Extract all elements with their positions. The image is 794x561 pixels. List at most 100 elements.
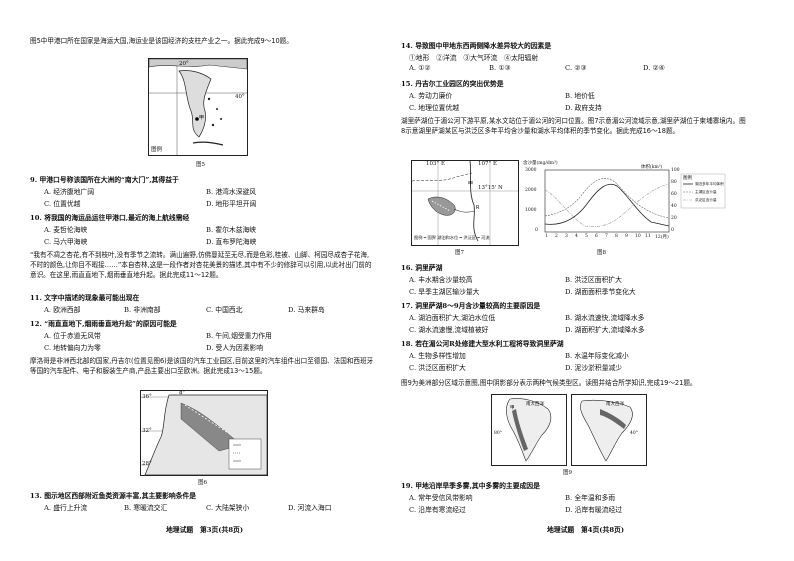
q9-option-d: D. 地形平坦开阔 (206, 200, 257, 208)
q19-option-c: C. 沿岸有寒流经过 (409, 506, 466, 514)
q19-option-b: B. 全年温和多雨 (565, 494, 616, 502)
q10-option-d: D. 直布罗陀海峡 (206, 238, 257, 246)
fig8-legend-2: 洪泛区含沙量 (695, 198, 717, 202)
q14-option-a: A. ①② (409, 64, 431, 72)
figure-9-map-b: 南大西洋 40° (571, 394, 647, 466)
fig5-lon-label: 20° (179, 61, 189, 67)
q19-option-a: A. 常年受信风带影响 (409, 494, 473, 502)
fig8-xtick-4: 5 (585, 234, 588, 239)
fig9-a-label: 南大西洋 (526, 402, 544, 407)
q16-option-b: B. 洪泛区面积扩大 (565, 276, 622, 284)
left-page-footer: 地理试题 第3页(共8页) (166, 526, 244, 534)
q13-option-a: A. 盛行上升流 (44, 504, 88, 512)
q19-option-d: D. 沿岸有暖流经过 (565, 506, 623, 514)
fig5-lat-label: 40° (235, 94, 245, 100)
figure-7-caption: 图7 (455, 250, 464, 256)
fig8-xtick-11: 12(月) (655, 235, 669, 240)
fig8-y2tick-0: 100 (671, 168, 680, 173)
q17-stem: 17. 洞里萨湖8～9月含沙量较高的主要原因是 (401, 302, 541, 310)
right-page: 14. 导致图中甲地东西两侧降水差异较大的因素是 ①地形 ②洋流 ③大气环流 ④… (397, 0, 794, 561)
fig8-xtick-8: 9 (625, 234, 628, 239)
south-america-b (580, 399, 633, 462)
fig8-y2tick-5: 0 (671, 228, 674, 233)
fig8-ytick-3: 0 (535, 228, 538, 233)
q18-stem: 18. 若在湄公河R处修建大型水利工程将导致洞里萨湖 (401, 340, 564, 348)
south-america-a: 甲 (506, 398, 552, 462)
fig8-ytick-1: 2000 (525, 188, 537, 193)
fig8-xtick-0: 1 (545, 234, 548, 239)
fig8-xtick-2: 3 (565, 234, 568, 239)
figure-6-map: 8° 36° 32° 28° (140, 390, 268, 476)
right-page-footer: 地理试题 第4页(共8页) (547, 526, 625, 534)
q9-option-a: A. 经济腹地广阔 (44, 188, 95, 196)
q15-option-c: C. 地理位置优越 (409, 104, 460, 112)
q15-option-d: D. 政府支持 (565, 104, 602, 112)
fig8-y2tick-1: 80 (671, 180, 677, 185)
q10-stem: 10. 将我国的海运品运往甲港口,最近的海上航线需经 (30, 214, 190, 222)
fig6-lat-36: 36° (142, 394, 152, 400)
morocco-map (141, 391, 267, 475)
q16-stem: 16. 洞里萨湖 (401, 264, 443, 272)
fig8-y2tick-4: 20 (671, 216, 677, 221)
tonle-sap-map: 甲 R (412, 161, 518, 245)
intro-q16-18: 湖里萨湖位于湄公河下游平原,某水文站位于湄公河的河口位置。图7示意湄公河流域示意… (401, 117, 746, 135)
fig5-legend-label: 图例 (151, 147, 163, 153)
q17-option-a: A. 湖泊面积扩大,湖泊水位低 (409, 314, 496, 322)
svg-text:甲: 甲 (199, 115, 204, 121)
figure-6-caption: 图6 (198, 480, 207, 486)
figure-5-map: 甲 图例 20° 40° (148, 58, 248, 156)
fig8-legend-0: 湖泊多年平均体积 (695, 182, 724, 186)
q16-option-d: D. 湖面面积季节变化大 (565, 288, 636, 296)
quote-passage: “我有不凋之杏花,有不到枝叶,没有季节之流转。满山遍野,仿佛蔓延至无尽,而是色彩… (30, 251, 372, 279)
fig7-lon-1: 103° E (426, 161, 446, 167)
q11-option-d: D. 马来群岛 (288, 306, 325, 314)
q12-option-d: D. 受人为因素影响 (206, 344, 264, 352)
q18-option-a: A. 生物多样性增加 (409, 352, 466, 360)
svg-text:R: R (476, 205, 480, 211)
q11-stem: 11. 文字中描述的现象最可能出现在 (30, 294, 140, 302)
q18-option-b: B. 水温年际变化减小 (565, 352, 629, 360)
q14-option-c: C. ②③ (565, 64, 587, 72)
sediment-volume-chart (544, 169, 726, 233)
q10-option-c: C. 马六甲海峡 (44, 238, 88, 246)
fig8-legend-title: 图例 (683, 176, 692, 181)
q14-stem: 14. 导致图中甲地东西两侧降水差异较大的因素是 (401, 42, 552, 50)
q14-option-b: B. ①③ (489, 64, 511, 72)
fig8-ytick-0: 3000 (525, 168, 537, 173)
fig8-xtick-9: 10 (635, 234, 641, 239)
intro-q9-10: 图5中甲港口所在国家是海运大国,海运业是该国经济的支柱产业之一。据此完成9～10… (30, 37, 293, 45)
fig8-ylabel: 含沙量(mg/dm³) (523, 161, 558, 166)
fig8-xtick-10: 11 (645, 234, 651, 239)
fig9-b-lon: 40° (630, 431, 638, 436)
q17-option-d: D. 湖面积扩大,流域降水多 (565, 326, 645, 334)
q11-option-a: A. 欧洲西部 (44, 306, 81, 314)
figure-9-caption: 图9 (563, 470, 572, 476)
fig6-lon-label: 8° (179, 390, 186, 396)
q15-stem: 15. 丹吉尔工业园区的突出优势是 (401, 80, 504, 88)
figure-9-map-a: 甲 南大西洋 80° (491, 394, 567, 466)
fig8-xtick-1: 2 (555, 234, 558, 239)
figure-7-map: 甲 R 103° E 107° E 13°15' N 图例 ━ 国界 湖泊和水位… (411, 160, 519, 246)
q17-option-b: B. 湖水流速快,流域降水多 (565, 314, 645, 322)
q14-option-d: D. ②④ (643, 64, 665, 72)
q14-items: ①地形 ②洋流 ③大气环流 ④太阳辐射 (409, 54, 539, 62)
q11-option-b: B. 非洲南部 (124, 306, 161, 314)
greece-map: 甲 (149, 59, 247, 155)
fig7-lon-2: 107° E (478, 161, 498, 167)
intro-q19-21: 图9为美洲部分区域示意图,图中阴影部分表示两种气候类型区。读图并结合所学知识,完… (401, 379, 697, 387)
q13-option-b: B. 寒暖流交汇 (124, 504, 168, 512)
fig8-xtick-5: 6 (595, 234, 598, 239)
q11-option-c: C. 中国西北 (206, 306, 243, 314)
fig8-y2tick-2: 60 (671, 192, 677, 197)
figure-8-chart: 含沙量(mg/dm³) 体积(km³) 图例 湖泊多年平均体积 主湖区含沙量 洪… (521, 160, 727, 244)
figure-8-caption: 图8 (597, 250, 606, 256)
q15-option-b: B. 地价低 (565, 92, 595, 100)
intro-q13-15: 摩洛哥是非洲西北部的国家,丹吉尔(位置见图6)是该国的汽车工业园区,目前这里的汽… (30, 357, 374, 375)
fig6-lat-32: 32° (142, 428, 152, 434)
q12-option-c: C. 地转偏向力为零 (44, 344, 101, 352)
q15-option-a: A. 劳动力廉价 (409, 92, 453, 100)
fig8-y2tick-3: 40 (671, 204, 677, 209)
figure-5-caption: 图5 (196, 162, 205, 168)
fig7-lat: 13°15' N (478, 185, 503, 191)
svg-text:甲: 甲 (468, 181, 473, 187)
